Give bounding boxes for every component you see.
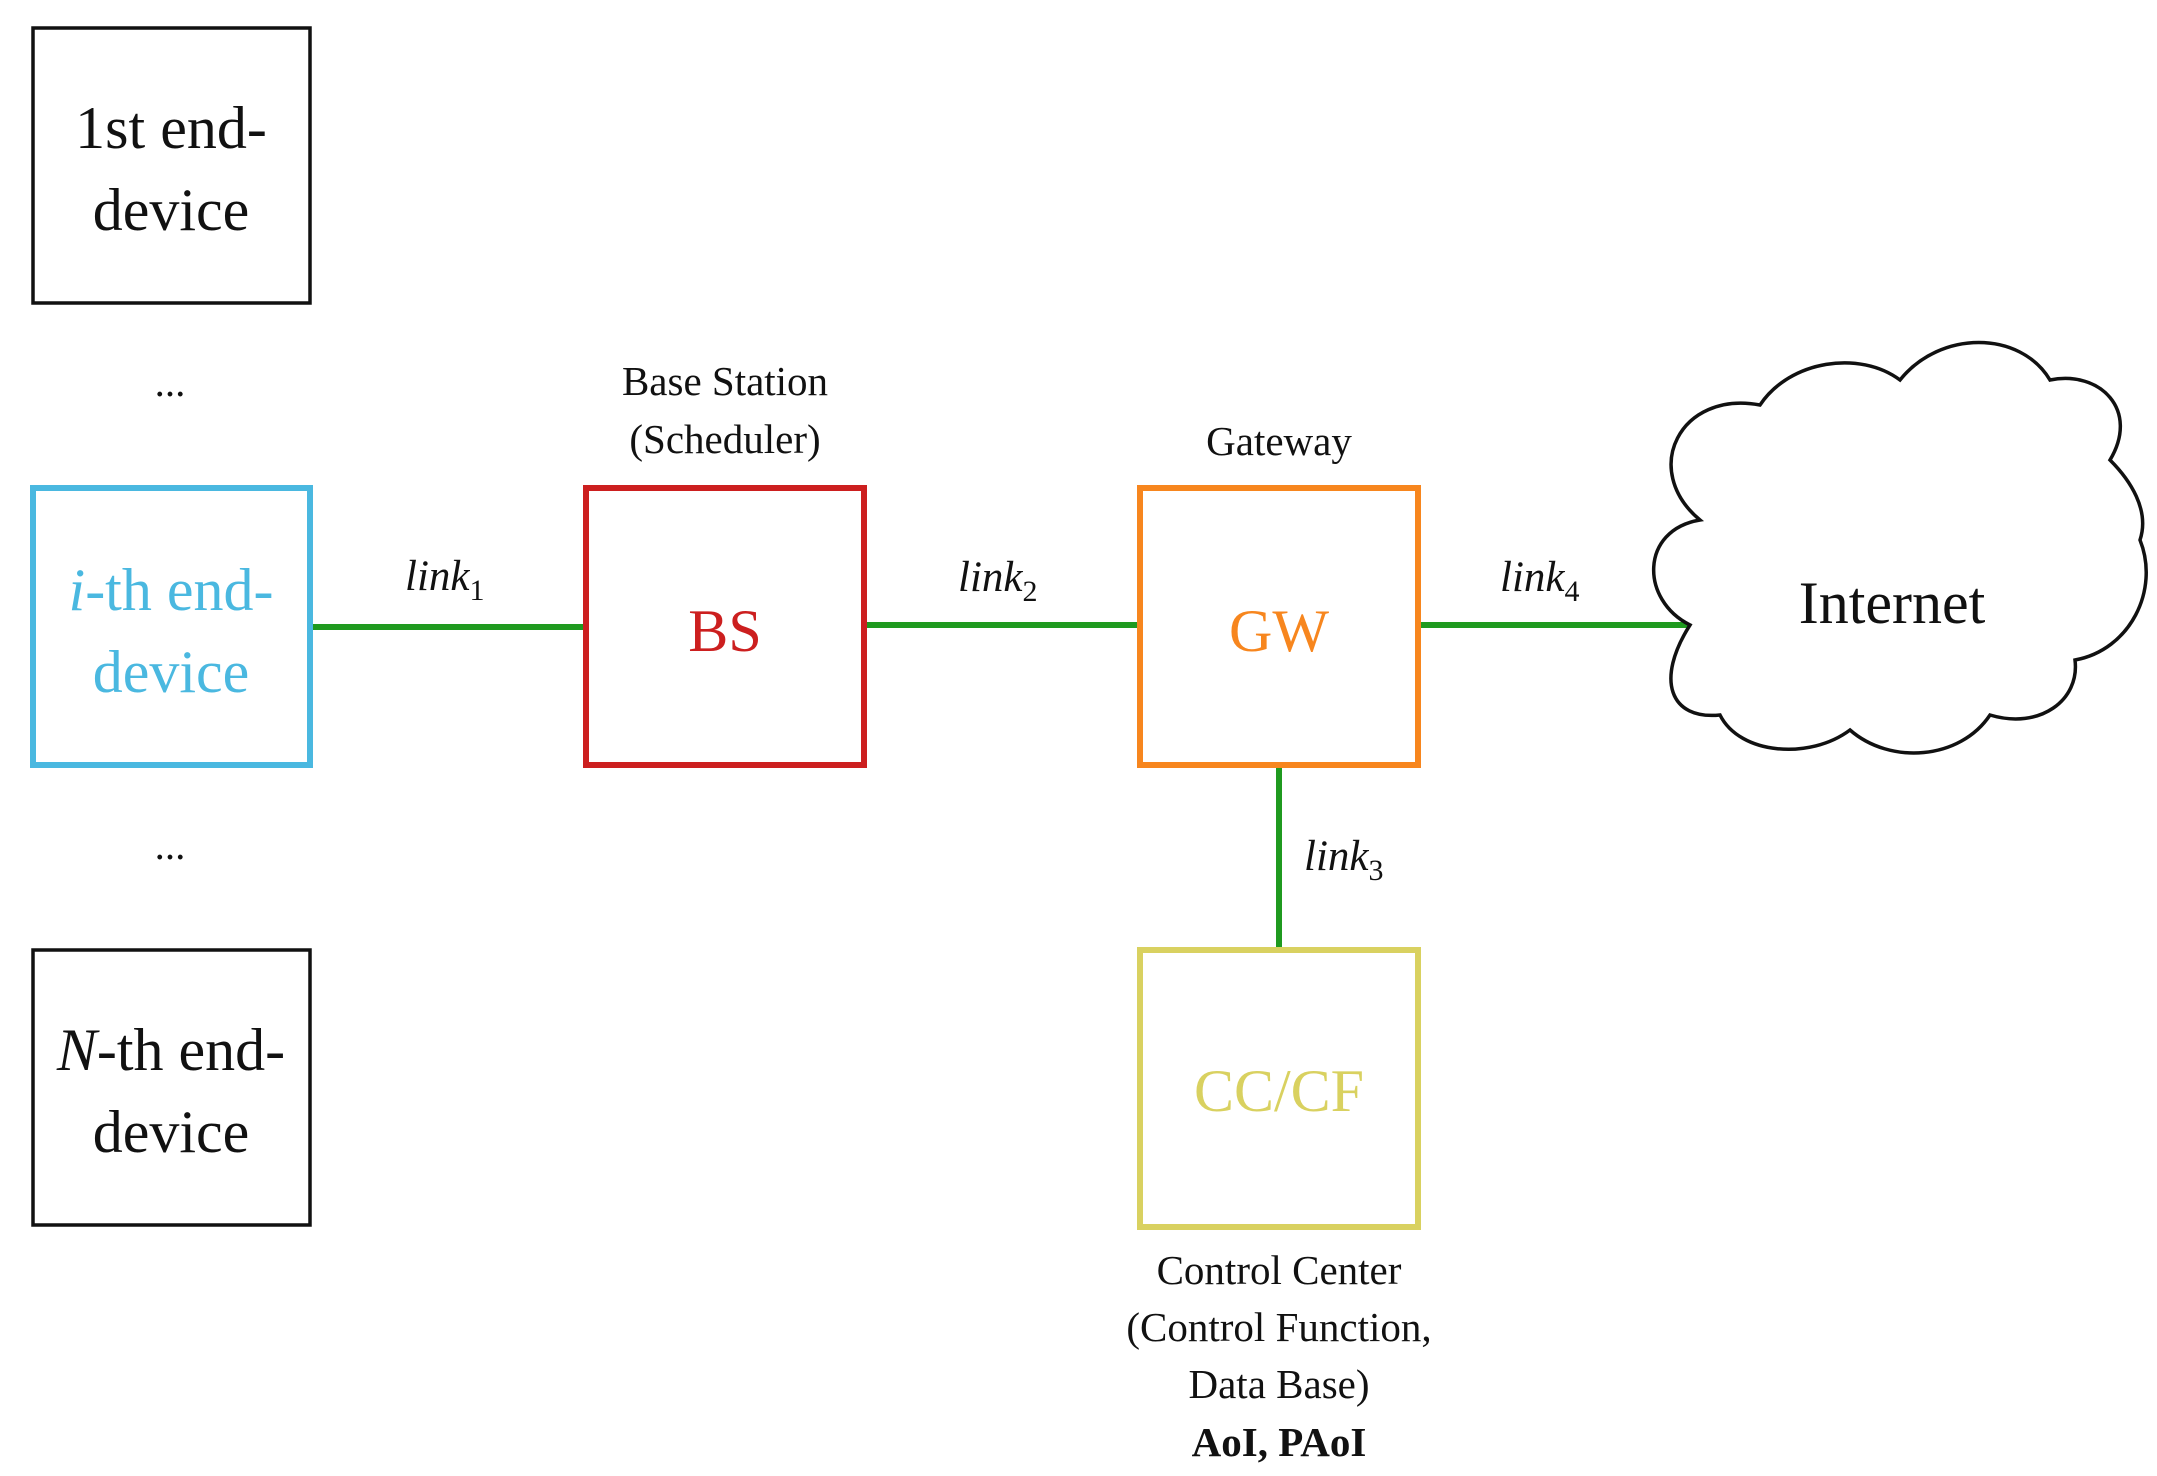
link-4-subscript: 4 [1564, 575, 1579, 608]
nth-device-label-rest: -th end- [97, 1017, 285, 1083]
gateway: Gateway GW [1137, 418, 1421, 768]
cc-caption-line3: Data Base) [1189, 1361, 1370, 1407]
bs-box [583, 485, 867, 768]
link-1-label: link1 [405, 553, 484, 607]
ith-device-label-line2: device [93, 639, 250, 705]
link-3-subscript: 3 [1368, 854, 1383, 887]
cc-label: CC/CF [1194, 1058, 1364, 1124]
link-1-subscript: 1 [469, 574, 484, 607]
control-center: CC/CF Control Center (Control Function, … [1126, 947, 1432, 1465]
cc-caption-line4: AoI, PAoI [1192, 1419, 1367, 1465]
nth-device-variable: N [56, 1017, 100, 1083]
first-device-label-line1: 1st end- [75, 95, 267, 161]
gw-caption: Gateway [1206, 418, 1352, 464]
cc-box [1137, 947, 1421, 1230]
cloud-icon [1652, 340, 2148, 755]
nth-end-device-box [31, 948, 312, 1227]
gw-label: GW [1229, 598, 1329, 664]
ith-end-device-box [30, 485, 313, 768]
cc-caption-line1: Control Center [1157, 1247, 1402, 1293]
ellipsis-bottom: ... [155, 822, 186, 868]
bs-label: BS [688, 598, 761, 664]
first-end-device: 1st end- device [31, 26, 312, 305]
ith-end-device: i-th end- device [30, 485, 313, 768]
nth-device-label-line2: device [93, 1099, 250, 1165]
link-4-base: link [1500, 554, 1565, 601]
internet-cloud: Internet [1652, 340, 2148, 755]
cc-caption-line2: (Control Function, [1126, 1304, 1431, 1350]
nth-device-label-line1: N-th end- [56, 1017, 285, 1083]
first-end-device-box [31, 26, 312, 305]
nth-end-device: N-th end- device [31, 948, 312, 1227]
link-1-base: link [405, 553, 470, 600]
gw-box [1137, 485, 1421, 768]
internet-label: Internet [1799, 570, 1986, 636]
link-2-base: link [958, 554, 1023, 601]
link-3-label: link3 [1304, 833, 1383, 887]
ith-device-variable: i [69, 557, 86, 623]
bs-caption-line1: Base Station [622, 358, 828, 404]
bs-caption-line2: (Scheduler) [629, 416, 820, 462]
link-2-subscript: 2 [1022, 575, 1037, 608]
link-2-label: link2 [958, 554, 1037, 608]
link-3-base: link [1304, 833, 1369, 880]
ellipsis-top: ... [155, 359, 186, 405]
ith-device-label-line1: i-th end- [69, 557, 274, 623]
base-station: Base Station (Scheduler) BS [583, 358, 867, 768]
first-device-label-line2: device [93, 177, 250, 243]
ith-device-label-rest: -th end- [85, 557, 273, 623]
link-4-label: link4 [1500, 554, 1579, 608]
